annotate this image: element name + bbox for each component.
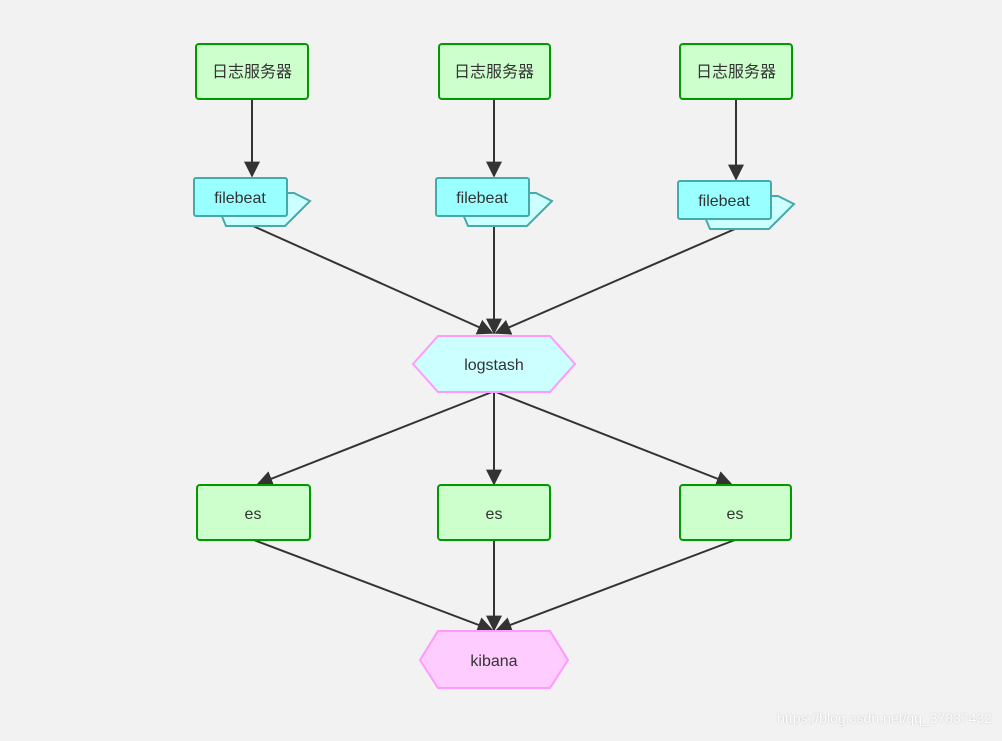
edge-logstash-es3 (496, 392, 731, 484)
filebeat-node-3[interactable]: filebeat (678, 181, 794, 229)
log-server-node-2[interactable]: 日志服务器 (439, 44, 550, 99)
filebeat-node-2[interactable]: filebeat (436, 178, 552, 226)
es-label: es (486, 506, 503, 523)
edge-filebeat3-logstash (496, 229, 735, 333)
filebeat-label: filebeat (214, 190, 266, 207)
edge-logstash-es1 (258, 392, 492, 484)
log-server-label: 日志服务器 (454, 63, 534, 81)
kibana-label: kibana (470, 653, 517, 670)
kibana-node[interactable]: kibana (420, 631, 568, 688)
es-node-1[interactable]: es (197, 485, 310, 540)
log-server-node-3[interactable]: 日志服务器 (680, 44, 792, 99)
es-label: es (727, 506, 744, 523)
es-label: es (245, 506, 262, 523)
log-server-node-1[interactable]: 日志服务器 (196, 44, 308, 99)
logstash-label: logstash (464, 357, 524, 374)
watermark-url: https://blog.csdn.net/qq_37837432 (777, 710, 992, 726)
es-node-3[interactable]: es (680, 485, 791, 540)
log-server-label: 日志服务器 (212, 63, 292, 81)
filebeat-label: filebeat (456, 190, 508, 207)
logstash-node[interactable]: logstash (413, 336, 575, 392)
edge-filebeat1-logstash (253, 226, 492, 333)
edge-es3-kibana (497, 540, 735, 630)
filebeat-node-1[interactable]: filebeat (194, 178, 310, 226)
edge-es1-kibana (254, 540, 492, 630)
log-server-label: 日志服务器 (696, 63, 776, 81)
filebeat-label: filebeat (698, 193, 750, 210)
es-node-2[interactable]: es (438, 485, 550, 540)
